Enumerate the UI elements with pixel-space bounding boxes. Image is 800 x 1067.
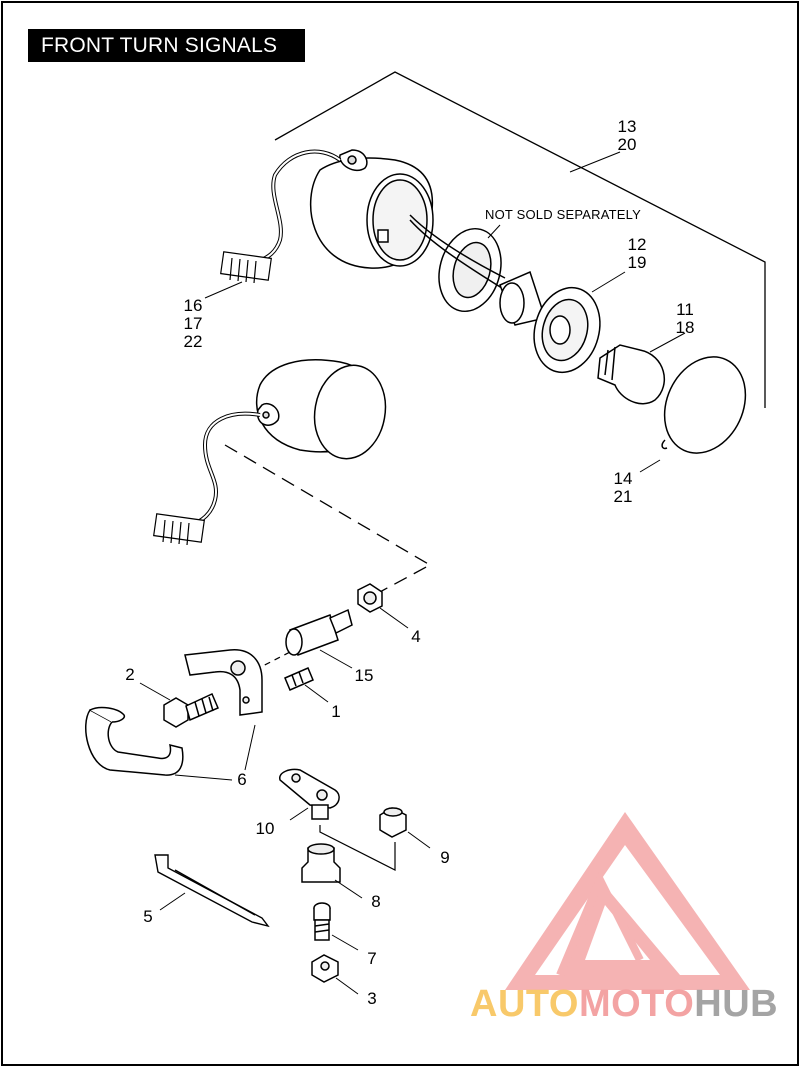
callout-7: 7 bbox=[367, 949, 377, 968]
callout-8: 8 bbox=[371, 892, 381, 911]
set-screw-1 bbox=[284, 667, 314, 691]
lens bbox=[661, 356, 747, 454]
cable-tie-5 bbox=[154, 854, 270, 928]
upper-turn-signal-housing bbox=[309, 149, 434, 269]
watermark-moto: MOTO bbox=[578, 983, 695, 1025]
lower-turn-signal bbox=[255, 359, 387, 460]
callout-11-18: 11 18 bbox=[675, 300, 695, 337]
nut-9 bbox=[379, 807, 407, 838]
callout-12-19: 12 19 bbox=[627, 235, 647, 272]
bolt-2 bbox=[163, 692, 219, 728]
page-title: FRONT TURN SIGNALS bbox=[28, 29, 305, 62]
nut-4 bbox=[357, 583, 383, 613]
watermark-text: AUTOMOTOHUB bbox=[470, 984, 778, 1024]
callout-10: 10 bbox=[255, 819, 275, 838]
watermark-auto: AUTO bbox=[470, 983, 579, 1025]
group-bracket-13-20 bbox=[274, 71, 766, 408]
watermark-hub: HUB bbox=[694, 983, 779, 1025]
upper-connector bbox=[220, 251, 272, 284]
callout-3: 3 bbox=[367, 989, 377, 1008]
inner-gasket bbox=[438, 227, 502, 313]
callout-6: 6 bbox=[237, 770, 247, 789]
callout-14-21: 14 21 bbox=[613, 469, 633, 506]
lower-connector bbox=[153, 513, 205, 546]
callout-5: 5 bbox=[143, 907, 153, 926]
bolt-7 bbox=[313, 902, 331, 941]
callout-4: 4 bbox=[411, 627, 421, 646]
callout-16-17-22: 16 17 22 bbox=[183, 296, 203, 351]
spacer-8 bbox=[301, 843, 341, 883]
not-sold-separately-note: NOT SOLD SEPARATELY bbox=[485, 207, 641, 222]
clamp-6 bbox=[85, 649, 263, 776]
watermark-logo-icon bbox=[505, 812, 750, 990]
nut-3 bbox=[311, 954, 339, 983]
callout-2: 2 bbox=[125, 665, 135, 684]
callout-13-20: 13 20 bbox=[617, 117, 637, 154]
callout-15: 15 bbox=[354, 666, 374, 685]
bulb bbox=[597, 344, 665, 405]
bracket-10 bbox=[279, 768, 340, 820]
stud-15 bbox=[285, 608, 353, 656]
callout-9: 9 bbox=[440, 848, 450, 867]
bulb-socket bbox=[499, 270, 601, 374]
callout-1: 1 bbox=[331, 702, 341, 721]
